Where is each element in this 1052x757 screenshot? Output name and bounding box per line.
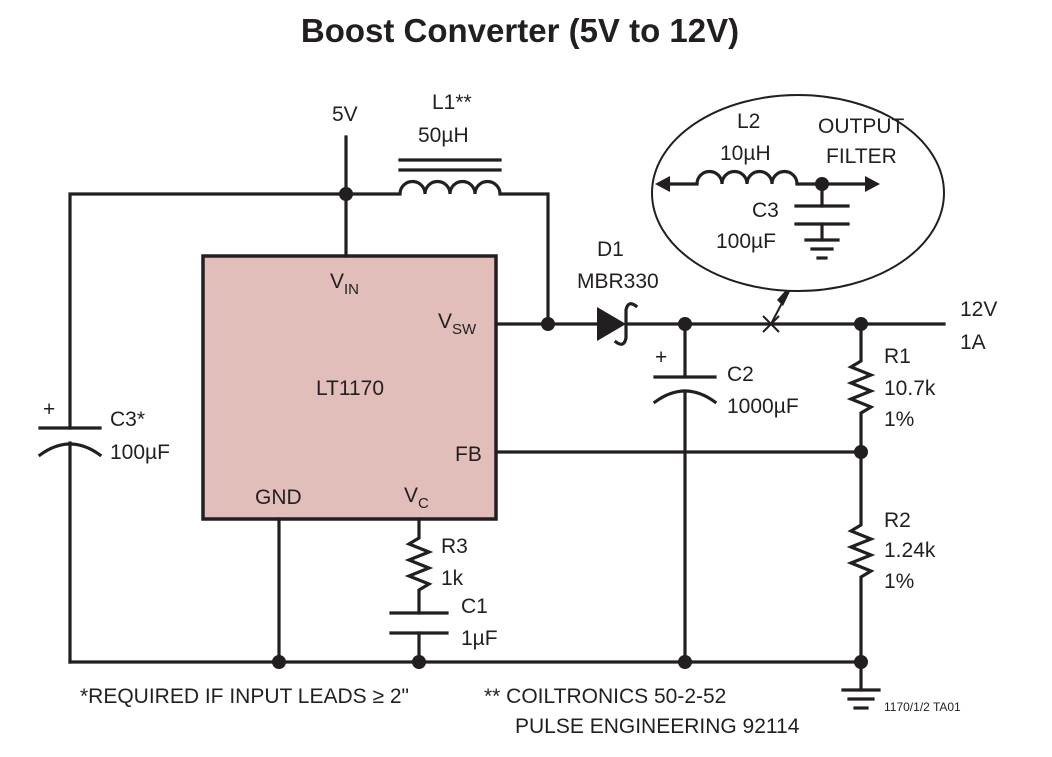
note-pulse: PULSE ENGINEERING 92114 [515, 715, 800, 738]
l2-inductor [695, 169, 799, 185]
gnd-junction-dot [272, 655, 286, 669]
output-filter-title-1: OUTPUT [818, 115, 905, 138]
diagram-title: Boost Converter (5V to 12V) [301, 12, 739, 49]
d1-diode-body [597, 307, 626, 341]
c2-value: 1000µF [727, 395, 799, 418]
figure-id: 1170/1/2 TA01 [884, 700, 961, 714]
r1-value: 10.7k [884, 377, 936, 400]
filter-right-arrowhead [865, 176, 880, 192]
c2-ground-junction-dot [678, 655, 692, 669]
filter-c3-value: 100µF [716, 230, 776, 253]
l2-value: 10µH [720, 142, 771, 165]
c1-junction-dot [412, 655, 426, 669]
l2-ref: L2 [737, 110, 760, 133]
l1-inductor [398, 179, 502, 195]
r2-ref: R2 [884, 509, 911, 532]
c1-ref: C1 [461, 595, 488, 618]
c2-polarity: + [655, 346, 667, 369]
vin-junction-dot [339, 187, 353, 201]
fb-pin-label: FB [455, 443, 482, 466]
c3-input-polarity: + [43, 398, 55, 421]
lt1170-ic-body [201, 254, 498, 521]
d1-part: MBR330 [577, 270, 659, 293]
r2-value: 1.24k [884, 539, 936, 562]
r3-resistor [404, 517, 434, 615]
vsw-junction-dot [541, 317, 555, 331]
output-filter-callout [651, 94, 945, 292]
c2-ref: C2 [727, 363, 754, 386]
note-required: *REQUIRED IF INPUT LEADS ≥ 2" [80, 685, 409, 708]
output-filter-title-2: FILTER [826, 145, 897, 168]
input-voltage-label: 5V [332, 103, 358, 126]
r1-tolerance: 1% [884, 408, 914, 431]
l1-ref: L1** [432, 91, 472, 114]
r3-value: 1k [441, 567, 464, 590]
c3-input-value: 100µF [110, 441, 170, 464]
l1-value: 50µH [418, 124, 469, 147]
c3-input-ref: C3* [110, 408, 145, 431]
r2-resistor [846, 450, 876, 664]
r3-ref: R3 [441, 535, 468, 558]
vsw-pin-label: VSW [438, 310, 477, 338]
ic-name: LT1170 [316, 377, 384, 400]
d1-ref: D1 [597, 238, 624, 261]
r2-tolerance: 1% [884, 570, 914, 593]
vin-pin-label: VIN [330, 270, 359, 298]
l1-right-wire [498, 192, 550, 326]
output-current: 1A [960, 331, 986, 354]
output-voltage: 12V [960, 298, 997, 321]
c3-input-top-wire [68, 192, 348, 430]
vc-pin-label: VC [404, 484, 429, 512]
filter-left-arrowhead [655, 176, 670, 192]
note-coiltronics: ** COILTRONICS 50-2-52 [484, 685, 726, 708]
r1-ref: R1 [884, 345, 911, 368]
filter-c3-ref: C3 [752, 199, 779, 222]
r1-resistor [846, 322, 876, 454]
gnd-pin-label: GND [255, 486, 302, 509]
c1-value: 1µF [461, 627, 498, 650]
